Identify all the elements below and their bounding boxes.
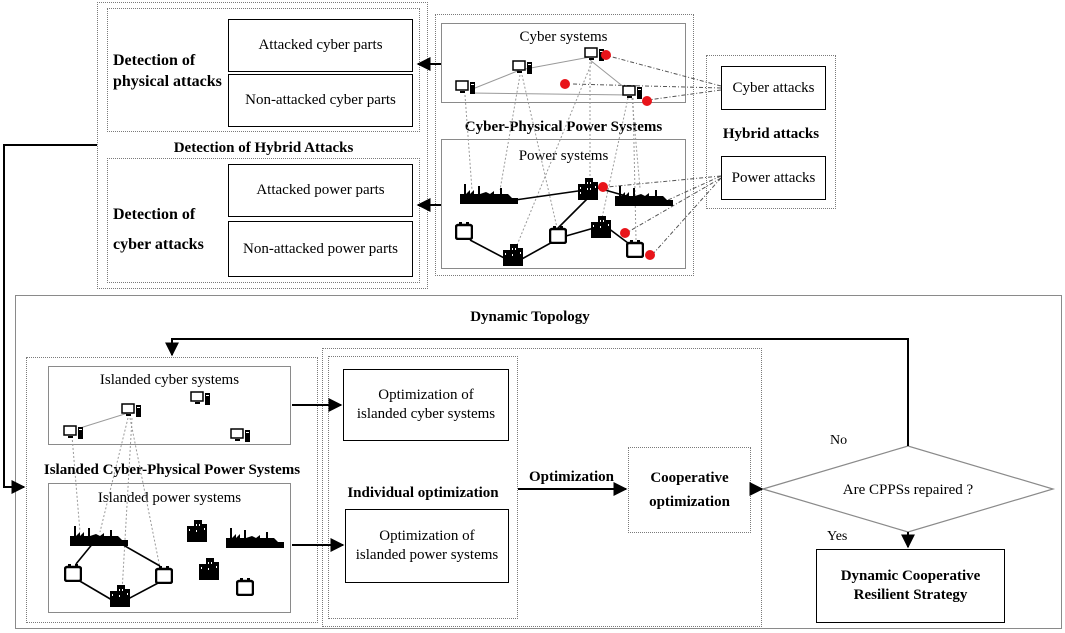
detection-cyber-label: Detection of cyber attacks <box>113 206 204 253</box>
attacked-cyber-parts-box: Attacked cyber parts <box>228 19 413 72</box>
decision-diamond <box>760 445 1056 533</box>
building-icon <box>110 585 130 607</box>
generator-icon <box>549 226 567 244</box>
cross-layer-lines <box>464 61 641 251</box>
computer-icon <box>512 60 532 74</box>
islanded-cyber-systems-box <box>48 366 291 445</box>
no-label: No <box>830 433 848 448</box>
power-systems-box <box>441 139 686 269</box>
dynamic-topology-box <box>15 295 1062 629</box>
generator-icon <box>455 222 473 240</box>
building-icon <box>591 216 611 238</box>
building-icon <box>199 558 219 580</box>
strategy-box: Dynamic Cooperative Resilient Strategy <box>816 549 1005 623</box>
power-systems-label: Power systems <box>518 148 609 164</box>
no-loop-line <box>165 338 909 446</box>
opt-power-box: Optimization of islanded power systems <box>345 509 509 583</box>
building-icon <box>578 178 598 200</box>
computer-icon <box>622 85 642 99</box>
cyber-systems-label: Cyber systems <box>519 29 608 45</box>
computer-icon <box>63 425 83 439</box>
generator-icon <box>64 564 82 582</box>
optimization-label: Optimization <box>529 469 614 485</box>
individual-optimization-label: Individual optimization <box>347 485 499 501</box>
detection-hybrid-title: Detection of Hybrid Attacks <box>173 140 354 156</box>
cyber-attacks-box: Cyber attacks <box>721 66 826 110</box>
detection-hybrid-box <box>97 2 428 289</box>
opt-cyber-box: Optimization of islanded cyber systems <box>343 369 509 441</box>
non-attacked-power-parts-box: Non-attacked power parts <box>228 221 413 277</box>
attack-lines <box>571 54 722 256</box>
power-attacks-box: Power attacks <box>721 156 826 200</box>
islanded-cyber-systems-label: Islanded cyber systems <box>99 372 240 388</box>
attack-dot-icon <box>645 250 655 260</box>
non-attacked-cyber-parts-box: Non-attacked cyber parts <box>228 74 413 127</box>
feed-left-line <box>3 144 97 494</box>
islanded-cpps-box <box>26 357 318 623</box>
cyber-systems-box <box>441 23 686 103</box>
decision-label: Are CPPSs repaired ? <box>843 482 974 498</box>
cpps-title: Cyber-Physical Power Systems <box>464 119 663 135</box>
individual-optimization-box <box>328 356 518 619</box>
attack-dot-icon <box>620 228 630 238</box>
generator-icon <box>626 240 644 258</box>
computer-icon <box>121 403 141 417</box>
islanded-cpps-title: Islanded Cyber-Physical Power Systems <box>43 462 301 478</box>
computer-icon <box>190 391 210 405</box>
attack-dot-icon <box>642 96 652 106</box>
factory-icon <box>226 528 284 548</box>
generator-icon <box>236 578 254 596</box>
attack-dot-icon <box>560 79 570 89</box>
factory-icon <box>460 184 518 204</box>
factory-icon <box>70 526 128 546</box>
computer-icon <box>455 80 475 94</box>
attack-dot-icon <box>601 50 611 60</box>
computer-icon <box>230 428 250 442</box>
dynamic-topology-title: Dynamic Topology <box>470 309 590 325</box>
detection-physical-label: Detection of physical attacks <box>113 52 222 90</box>
hybrid-attacks-box <box>706 55 836 209</box>
islanded-power-systems-label: Islanded power systems <box>97 490 242 506</box>
attacked-power-parts-box: Attacked power parts <box>228 164 413 217</box>
hybrid-attacks-label: Hybrid attacks <box>722 126 820 142</box>
building-icon <box>503 244 523 266</box>
generator-icon <box>155 566 173 584</box>
attack-dot-icon <box>598 182 608 192</box>
islanded-power-systems-box <box>48 483 291 613</box>
islanded-cyber-lines <box>79 412 129 429</box>
factory-icon <box>615 186 673 206</box>
cpps-box <box>435 14 694 276</box>
islanded-cross-lines <box>71 417 161 593</box>
building-icon <box>187 520 207 542</box>
cyber-network-lines <box>469 56 631 96</box>
yes-label: Yes <box>827 529 848 544</box>
detection-cyber-box <box>107 158 420 283</box>
